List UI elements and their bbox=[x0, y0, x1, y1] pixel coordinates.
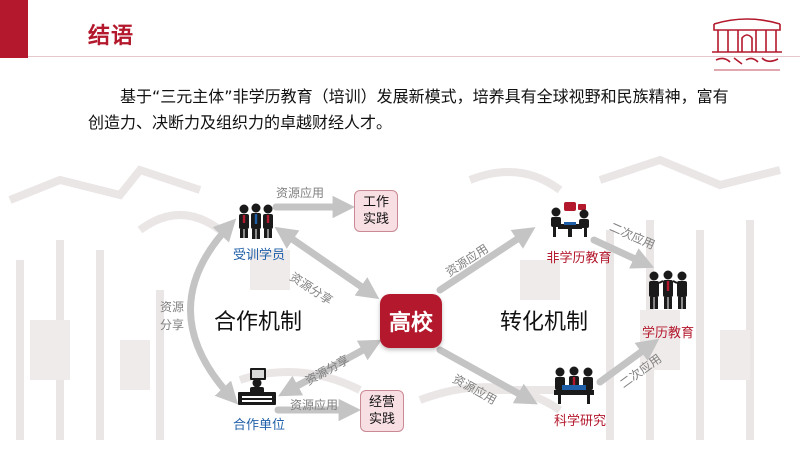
business-practice-line-2: 实践 bbox=[368, 412, 395, 427]
business-practice-box: 经营 实践 bbox=[360, 390, 404, 432]
label-trainee-to-work: 资源应用 bbox=[276, 186, 325, 200]
work-practice-box: 工作 实践 bbox=[354, 190, 398, 232]
work-practice-line-1: 工作 bbox=[362, 195, 389, 210]
left-mechanism-label: 合作机制 bbox=[214, 310, 303, 335]
arrow-research-to-degree bbox=[596, 338, 660, 386]
node-research: 科学研究 bbox=[553, 414, 607, 429]
node-trainees: 受训学员 bbox=[232, 248, 286, 263]
arrow-non-degree-to-degree bbox=[590, 236, 655, 269]
label-left-loop-line-1: 资源 bbox=[160, 300, 185, 314]
node-partners: 合作单位 bbox=[232, 418, 286, 433]
right-mechanism-label: 转化机制 bbox=[500, 310, 589, 335]
page-title: 结语 bbox=[88, 24, 135, 49]
intro-paragraph: 基于“三元主体”非学历教育（培训）发展新模式，培养具有全球视野和民族精神，富有创… bbox=[88, 84, 738, 136]
arrow-partner-hub bbox=[278, 339, 382, 397]
research-team-icon bbox=[554, 366, 594, 404]
label-partner-to-business: 资源应用 bbox=[290, 398, 339, 412]
business-practice-line-1: 经营 bbox=[368, 395, 395, 410]
corner-accent-block bbox=[0, 0, 28, 58]
arrow-hub-to-non-degree bbox=[436, 227, 536, 294]
arrow-trainee-hub bbox=[274, 226, 380, 300]
degree-group-icon bbox=[649, 270, 687, 309]
university-logo bbox=[712, 18, 782, 71]
non-degree-meeting-icon bbox=[551, 202, 589, 237]
work-practice-line-2: 实践 bbox=[362, 212, 389, 227]
label-left-loop-line-2: 分享 bbox=[160, 318, 185, 332]
intro-text: 基于“三元主体”非学历教育（培训）发展新模式，培养具有全球视野和民族精神，富有创… bbox=[88, 87, 729, 132]
arrow-left-loop bbox=[187, 218, 239, 405]
node-degree: 学历教育 bbox=[641, 326, 695, 341]
header-divider bbox=[28, 56, 800, 57]
university-hub: 高校 bbox=[380, 294, 442, 348]
label-left-loop: 资源 分享 bbox=[160, 298, 184, 334]
trainee-group-icon bbox=[239, 203, 273, 239]
node-non-degree: 非学历教育 bbox=[546, 251, 612, 266]
arrow-hub-to-research bbox=[436, 346, 538, 405]
partner-office-icon bbox=[238, 368, 276, 405]
